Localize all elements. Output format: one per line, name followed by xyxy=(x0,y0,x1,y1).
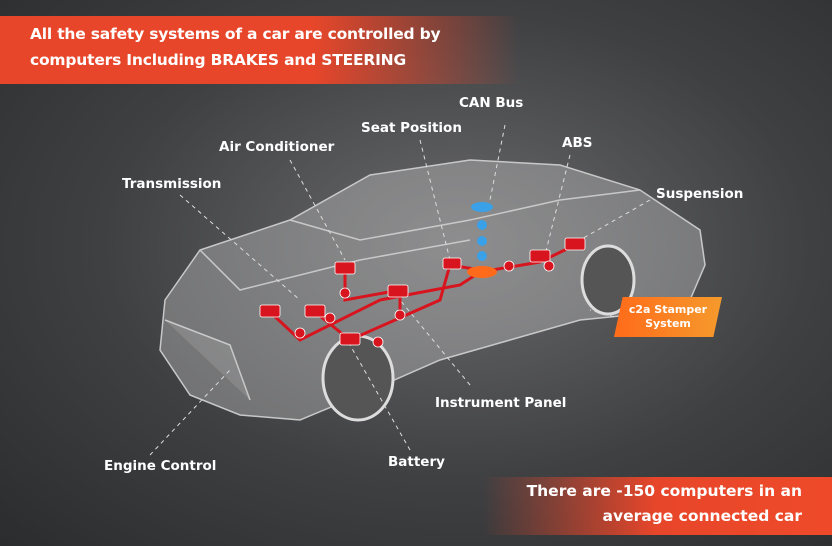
label-abs: ABS xyxy=(562,135,593,151)
stamper-line-2: System xyxy=(645,317,691,330)
leader-lines xyxy=(149,124,651,456)
stamper-line-1: c2a Stamper xyxy=(628,303,708,316)
c2a-stamper-badge: c2a Stamper System xyxy=(614,297,722,337)
can-bus-hub xyxy=(467,202,497,278)
label-battery: Battery xyxy=(388,454,445,470)
label-transmission: Transmission xyxy=(122,176,222,192)
header-banner: All the safety systems of a car are cont… xyxy=(0,16,520,84)
ecu-nodes xyxy=(259,237,586,348)
label-instrument-panel: Instrument Panel xyxy=(435,395,567,411)
label-can-bus: CAN Bus xyxy=(459,95,524,111)
label-seat-position: Seat Position xyxy=(361,120,462,136)
footer-line-2: average connected car xyxy=(602,507,803,525)
label-suspension: Suspension xyxy=(656,186,744,202)
wheels xyxy=(321,244,636,422)
footer-line-1: There are -150 computers in an xyxy=(526,482,802,500)
header-line-1: All the safety systems of a car are cont… xyxy=(30,25,441,43)
header-line-2: computers Including BRAKES and STEERING xyxy=(30,51,406,69)
footer-banner: There are -150 computers in an average c… xyxy=(482,477,832,535)
label-air-conditioner: Air Conditioner xyxy=(219,139,335,155)
label-engine-control: Engine Control xyxy=(104,458,217,474)
